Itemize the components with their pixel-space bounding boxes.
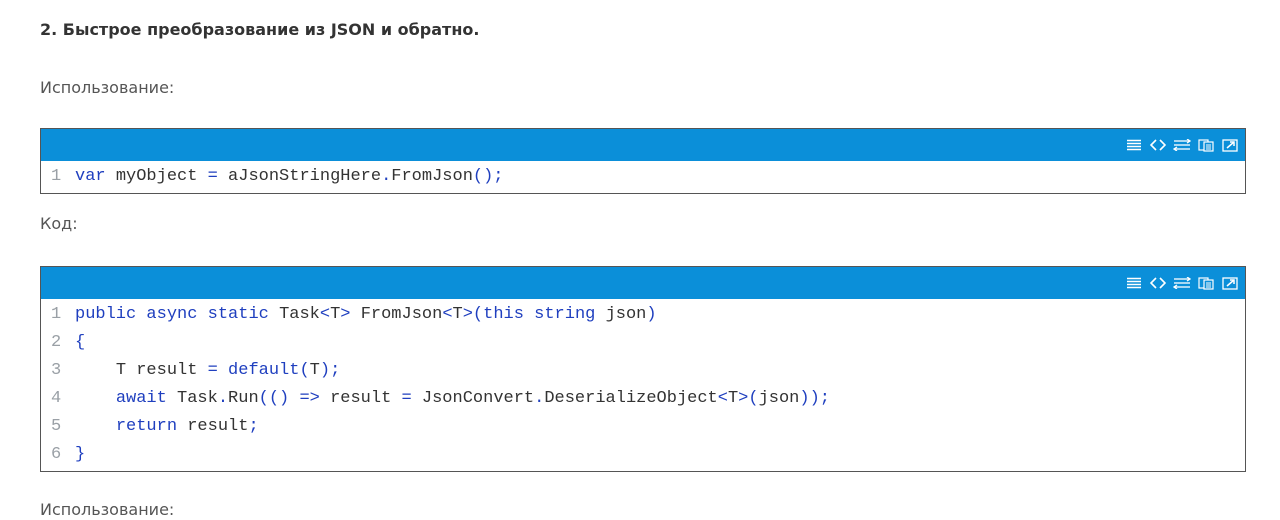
code-line: 3 T result = default(T); bbox=[41, 357, 1245, 385]
line-number: 1 bbox=[51, 305, 62, 324]
usage-label: Использование: bbox=[40, 500, 175, 519]
toggle-code-icon[interactable] bbox=[1149, 138, 1167, 152]
code-lines: 1 var myObject = aJsonStringHere.FromJson… bbox=[41, 161, 1245, 193]
code-text: } bbox=[75, 445, 86, 464]
code-text: await Task.Run(() => result = JsonConver… bbox=[115, 389, 830, 408]
view-source-icon[interactable] bbox=[1125, 138, 1143, 152]
code-line: 1 public async static Task<T> FromJson<T>… bbox=[41, 301, 1245, 329]
code-label: Код: bbox=[40, 214, 78, 233]
usage-label: Использование: bbox=[40, 78, 175, 97]
line-number: 6 bbox=[51, 445, 62, 464]
line-number: 1 bbox=[51, 167, 62, 186]
code-toolbar bbox=[41, 267, 1245, 299]
code-text: return result; bbox=[115, 417, 259, 436]
code-text: public async static Task<T> FromJson<T>(… bbox=[75, 305, 657, 324]
code-line: 5 return result; bbox=[41, 413, 1245, 441]
code-line: 2{ bbox=[41, 329, 1245, 357]
expand-icon[interactable] bbox=[1221, 276, 1239, 290]
copy-icon[interactable] bbox=[1197, 276, 1215, 290]
code-text: { bbox=[75, 333, 86, 352]
line-number: 2 bbox=[51, 333, 62, 352]
expand-icon[interactable] bbox=[1221, 138, 1239, 152]
code-text: var myObject = aJsonStringHere.FromJson(… bbox=[75, 167, 504, 186]
code-block-usage: 1 var myObject = aJsonStringHere.FromJson… bbox=[40, 128, 1246, 194]
toggle-code-icon[interactable] bbox=[1149, 276, 1167, 290]
code-block-source: 1 public async static Task<T> FromJson<T>… bbox=[40, 266, 1246, 472]
code-line: 4 await Task.Run(() => result = JsonConv… bbox=[41, 385, 1245, 413]
code-text: T result = default(T); bbox=[115, 361, 341, 380]
code-lines: 1 public async static Task<T> FromJson<T>… bbox=[41, 299, 1245, 471]
view-source-icon[interactable] bbox=[1125, 276, 1143, 290]
wrap-lines-icon[interactable] bbox=[1173, 138, 1191, 152]
section-heading: 2. Быстрое преобразование из JSON и обра… bbox=[40, 20, 480, 39]
code-line: 1 var myObject = aJsonStringHere.FromJson… bbox=[41, 163, 1245, 191]
line-number: 4 bbox=[51, 389, 62, 408]
line-number: 3 bbox=[51, 361, 62, 380]
copy-icon[interactable] bbox=[1197, 138, 1215, 152]
code-line: 6} bbox=[41, 441, 1245, 469]
code-toolbar bbox=[41, 129, 1245, 161]
wrap-lines-icon[interactable] bbox=[1173, 276, 1191, 290]
line-number: 5 bbox=[51, 417, 62, 436]
